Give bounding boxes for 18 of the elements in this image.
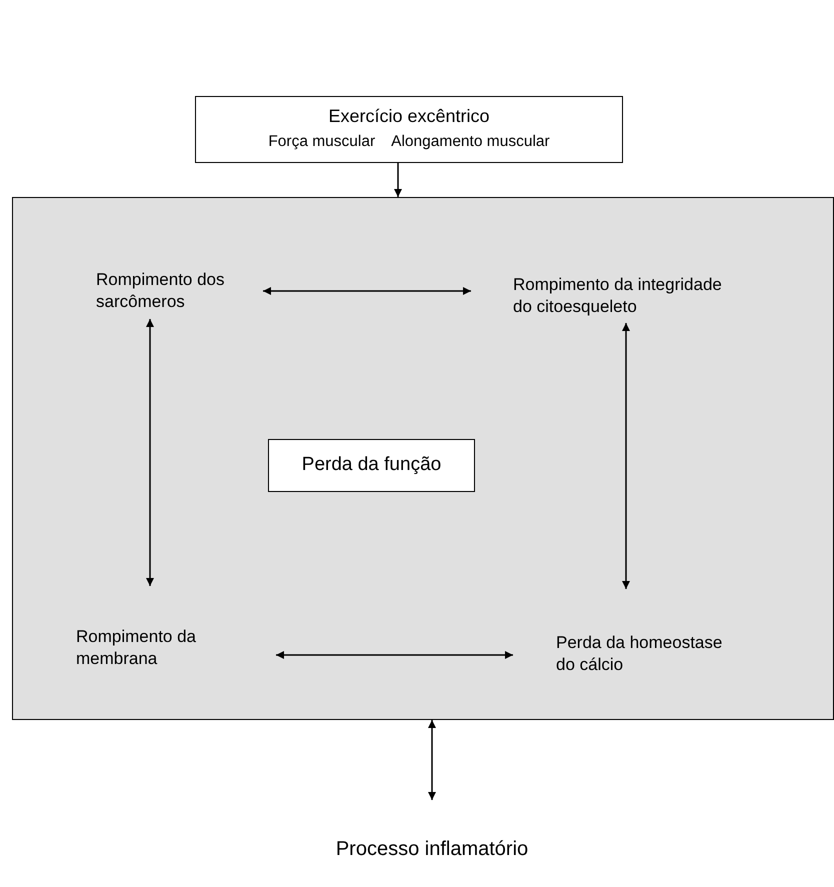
arrow	[276, 651, 513, 659]
arrow	[394, 163, 402, 197]
grouping-panel	[12, 197, 834, 720]
arrow	[622, 323, 630, 589]
node-text: Rompimento da membrana	[75, 626, 198, 670]
node-text: Perda da homeostase do cálcio	[555, 632, 724, 676]
process-box	[268, 439, 475, 492]
arrow	[263, 287, 471, 295]
process-box	[195, 96, 623, 163]
node-text: Perda da função	[300, 453, 442, 477]
box-title: Exercício excêntrico	[327, 105, 491, 128]
arrow	[146, 319, 154, 586]
arrow	[428, 720, 436, 800]
node-text: Rompimento dos sarcômeros	[95, 269, 226, 314]
node-text: Rompimento da integridade do citoesqueleto	[512, 274, 723, 318]
node-text: Processo inflamatório	[334, 837, 530, 862]
box-subtitle: Alongamento muscular	[391, 132, 550, 152]
box-subtitle: Força muscular	[268, 132, 376, 152]
